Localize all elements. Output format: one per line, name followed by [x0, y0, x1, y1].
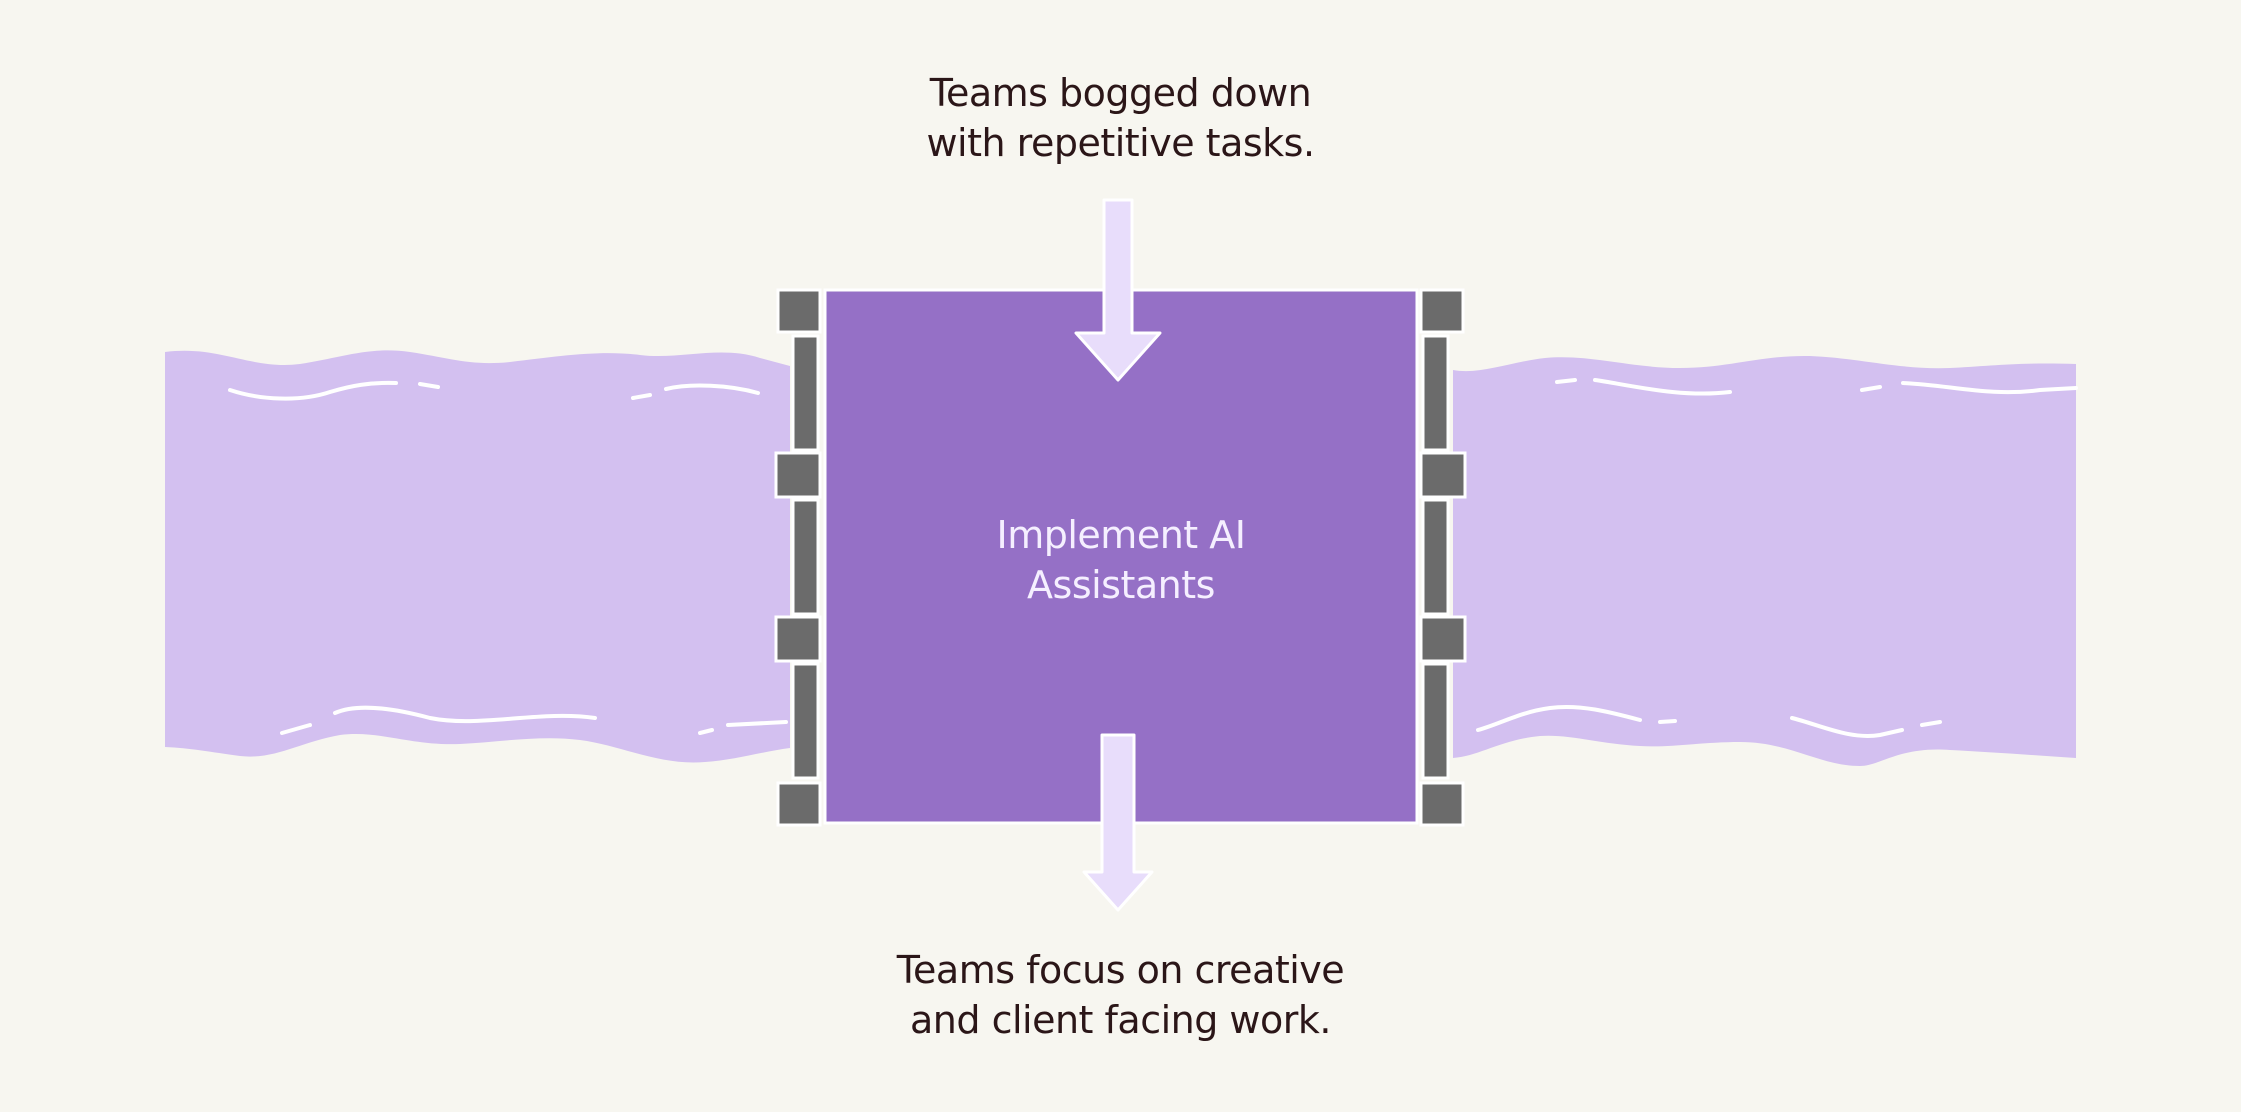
center-box-label-line-2: Assistants — [1027, 563, 1215, 607]
left-river-foam — [228, 380, 788, 735]
center-box-label-line-1: Implement AI — [996, 513, 1246, 557]
right-frame — [1419, 288, 1467, 827]
output-caption-line-2: and client facing work. — [910, 998, 1331, 1042]
output-arrow-icon — [1082, 733, 1154, 912]
right-river-foam — [1476, 378, 2078, 738]
left-frame — [774, 288, 822, 827]
center-box-label: Implement AI Assistants — [825, 510, 1417, 610]
right-river-band — [1453, 355, 2076, 766]
left-river-band — [165, 350, 790, 763]
output-caption-line-1: Teams focus on creative — [896, 948, 1345, 992]
input-caption: Teams bogged down with repetitive tasks. — [0, 68, 2241, 168]
input-caption-line-1: Teams bogged down — [929, 71, 1312, 115]
input-arrow-icon — [1074, 198, 1162, 382]
input-caption-line-2: with repetitive tasks. — [926, 121, 1315, 165]
output-caption: Teams focus on creative and client facin… — [0, 945, 2241, 1045]
